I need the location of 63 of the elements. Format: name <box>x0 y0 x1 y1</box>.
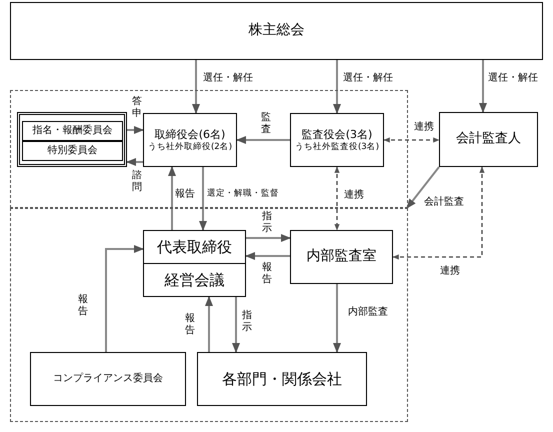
arrow <box>333 284 341 353</box>
edge-label: 指示 <box>261 211 273 235</box>
edge-label: 報告 <box>77 294 89 318</box>
executive-box <box>143 230 246 264</box>
arrow <box>192 60 200 114</box>
department-box <box>197 352 367 406</box>
box-title: 代表取締役 <box>157 238 232 256</box>
box-title: 内部監査室 <box>306 248 376 266</box>
arrow <box>205 296 213 352</box>
box-title: 株主総会 <box>248 22 304 40</box>
arrow <box>333 60 341 114</box>
arrow <box>245 252 290 260</box>
committee-box <box>22 121 123 141</box>
dashed-region <box>10 208 408 422</box>
arrow <box>479 60 487 113</box>
box-subtitle: うち社外監査役(3名) <box>294 142 380 152</box>
arrow <box>127 126 144 134</box>
committee-box <box>30 352 186 406</box>
auditor-box <box>439 112 538 167</box>
edge-label: 答申 <box>131 96 143 120</box>
edge-label: 監査 <box>260 112 272 136</box>
meeting-box <box>143 263 246 297</box>
edge-label: 内部監査 <box>347 306 389 318</box>
edge-label: 選任・解任 <box>487 72 539 84</box>
box-title: 特別委員会 <box>48 144 98 158</box>
edge-label: 会計監査 <box>423 196 465 208</box>
box-title: コンプライアンス委員会 <box>53 372 163 386</box>
edge-label: 連携 <box>439 266 461 276</box>
box-subtitle: うち社外取締役(2名) <box>148 142 232 152</box>
arrow <box>246 234 291 242</box>
board-box <box>290 113 384 167</box>
board-box <box>143 113 237 167</box>
edge-label: 連携 <box>343 190 365 200</box>
dashed-arrow <box>334 166 340 231</box>
box-title: 取締役会(6名) <box>154 128 226 142</box>
arrow <box>232 297 240 353</box>
edge-label: 選定・解職・監督 <box>206 188 280 200</box>
dashed-arrow <box>383 137 440 143</box>
box-title: 各部門・関係会社 <box>222 370 342 388</box>
box-title: 経営会議 <box>164 270 224 290</box>
arrow <box>168 166 176 230</box>
box-title: 監査役会(3名) <box>302 128 372 142</box>
edge-label: 報告 <box>174 188 196 200</box>
arrow <box>105 245 144 352</box>
edge-label: 報告 <box>261 262 273 286</box>
committee-box <box>22 141 123 161</box>
arrow <box>406 166 440 209</box>
box-title: 指名・報酬委員会 <box>32 124 112 138</box>
dashed-arrow <box>392 166 485 260</box>
edge-label: 報告 <box>184 313 196 337</box>
dashed-region <box>10 90 408 208</box>
edge-label: 指示 <box>241 310 253 334</box>
edge-label: 諮問 <box>131 170 143 194</box>
box <box>10 2 543 60</box>
edge-label: 選任・解任 <box>202 72 254 84</box>
box-title: 会計監査人 <box>456 131 521 148</box>
arrow <box>126 158 143 166</box>
committee-frame <box>17 112 127 167</box>
arrow <box>236 136 290 144</box>
arrow <box>199 167 207 231</box>
edge-label: 選任・解任 <box>342 72 394 84</box>
audit-office-box <box>290 230 393 284</box>
edge-label: 連携 <box>413 122 435 132</box>
